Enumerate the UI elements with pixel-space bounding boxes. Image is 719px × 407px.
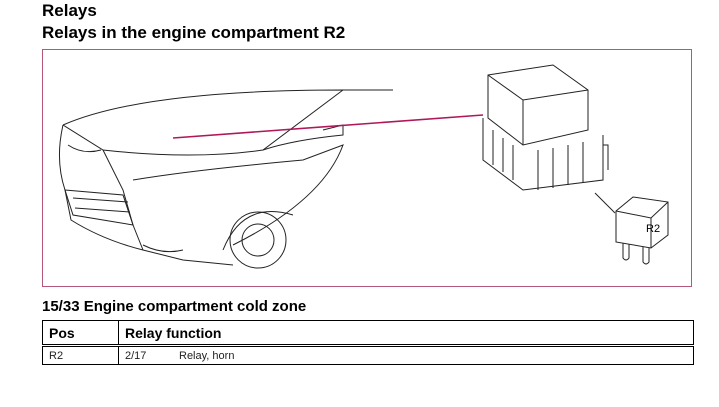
relay-label: R2 <box>646 223 661 235</box>
table-row: R2 2/17 Relay, horn <box>42 345 694 365</box>
header-pos: Pos <box>42 320 119 347</box>
relay-description: Relay, horn <box>179 349 235 362</box>
r2-relay-illustration <box>615 196 669 265</box>
section-title: 15/33 Engine compartment cold zone <box>42 298 307 315</box>
page-subtitle: Relays in the engine compartment R2 <box>42 23 346 42</box>
relay-code: 2/17 <box>125 349 147 362</box>
pointer-line <box>172 114 484 139</box>
relay-box-illustration <box>482 64 609 191</box>
cell-relay-function: 2/17 Relay, horn <box>118 345 694 365</box>
car-illustration <box>58 89 393 269</box>
table-header-row: Pos Relay function <box>42 320 694 347</box>
header-relay-function: Relay function <box>118 320 694 347</box>
cell-pos: R2 <box>42 345 119 365</box>
page-title: Relays <box>42 1 97 20</box>
relay-table: Pos Relay function R2 2/17 Relay, horn <box>42 320 694 365</box>
relay-location-figure: R2 <box>42 49 692 287</box>
